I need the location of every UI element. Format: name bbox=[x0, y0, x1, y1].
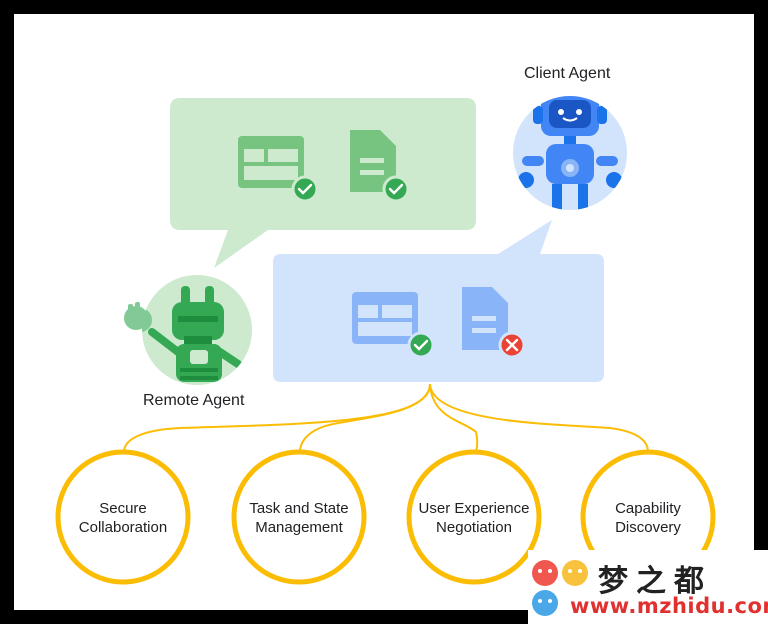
capability-connectors bbox=[123, 383, 649, 453]
client-agent-speech-bubble bbox=[273, 220, 604, 382]
watermark-url: www.mzhidu.com bbox=[570, 594, 768, 618]
layout-icon bbox=[352, 292, 418, 344]
capability-circle-user-experience bbox=[406, 449, 542, 585]
capability-label-line1: Task and State bbox=[249, 500, 349, 517]
capability-label-line1: Secure bbox=[99, 500, 147, 517]
document-icon bbox=[462, 287, 508, 350]
error-x-icon bbox=[498, 331, 526, 359]
layout-icon bbox=[238, 136, 304, 188]
waving-hand-icon bbox=[124, 302, 148, 330]
capability-circles bbox=[55, 449, 716, 585]
check-icon bbox=[291, 175, 319, 203]
client-agent-label: Client Agent bbox=[524, 65, 611, 82]
remote-agent-robot-icon bbox=[124, 275, 252, 385]
capability-label-capability-discovery: Capability Discovery bbox=[583, 499, 713, 537]
capability-label-line2: Negotiation bbox=[436, 519, 512, 536]
capability-label-line2: Management bbox=[255, 519, 343, 536]
capability-label-line2: Discovery bbox=[615, 519, 681, 536]
capability-label-user-experience: User Experience Negotiation bbox=[409, 499, 539, 537]
capability-label-task-state: Task and State Management bbox=[234, 499, 364, 537]
check-icon bbox=[407, 331, 435, 359]
check-icon bbox=[382, 175, 410, 203]
client-agent-robot-icon bbox=[513, 96, 627, 210]
remote-agent-speech-bubble bbox=[170, 98, 476, 268]
capability-circle-task-state bbox=[231, 449, 367, 585]
watermark-title: 梦之都 bbox=[598, 564, 712, 599]
capability-circle-secure-collaboration bbox=[55, 449, 191, 585]
capability-label-line2: Collaboration bbox=[78, 519, 168, 536]
capability-label-line1: User Experience bbox=[418, 500, 530, 517]
capability-label-secure-collaboration: Secure Collaboration bbox=[58, 499, 188, 537]
remote-agent-label: Remote Agent bbox=[143, 392, 245, 409]
document-icon bbox=[350, 130, 396, 192]
capability-label-line1: Capability bbox=[615, 500, 681, 517]
